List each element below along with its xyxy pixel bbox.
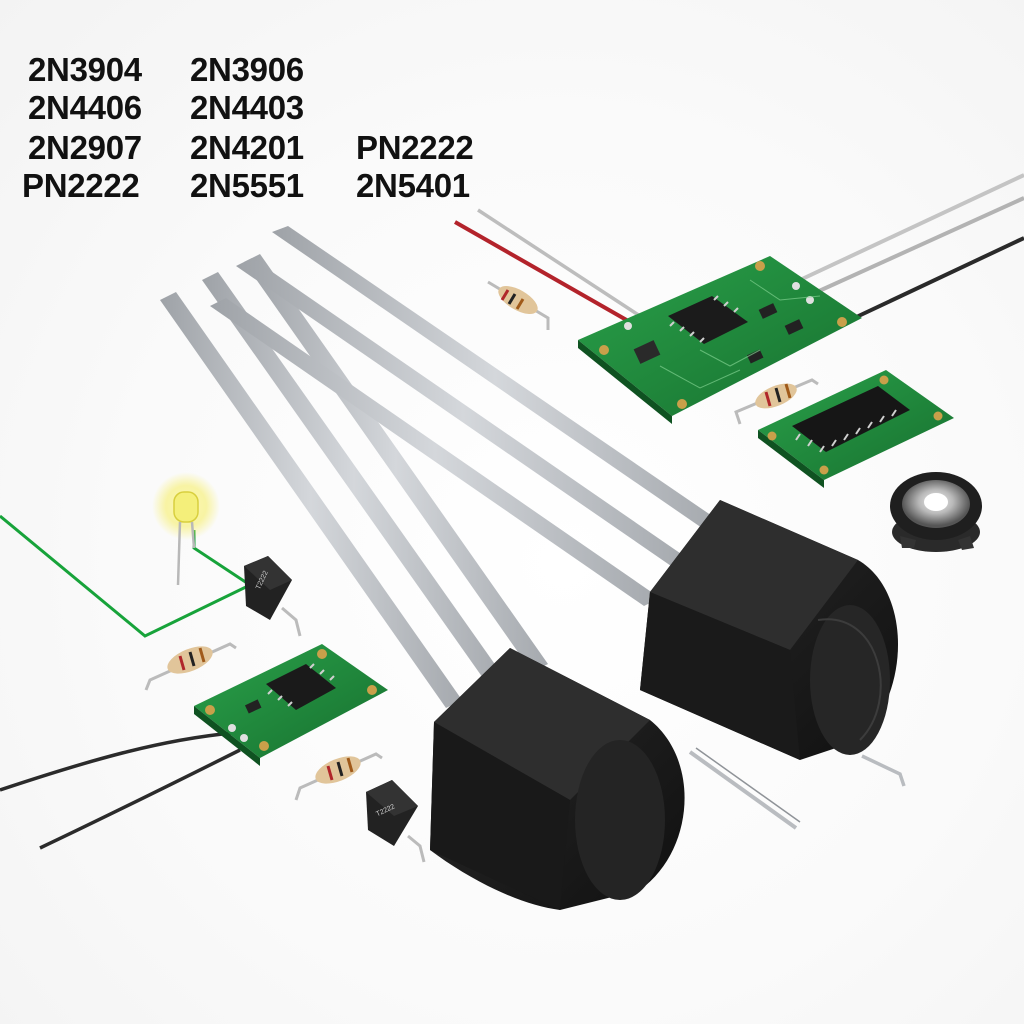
green-trace-wire bbox=[0, 514, 251, 638]
part-number: 2N3906 bbox=[190, 51, 304, 88]
part-number: PN2222 bbox=[22, 167, 140, 204]
part-number: 2N2907 bbox=[28, 129, 142, 166]
part-number: 2N4201 bbox=[190, 129, 304, 166]
grey-wire bbox=[477, 173, 1024, 318]
part-number: 2N3904 bbox=[28, 51, 142, 88]
pcb-module-top bbox=[578, 256, 862, 424]
resistor-bottom bbox=[294, 752, 383, 801]
resistor-right bbox=[734, 378, 819, 425]
red-wire bbox=[454, 220, 631, 324]
transistor-large-upper bbox=[640, 500, 899, 760]
loose-pin-short bbox=[861, 754, 906, 787]
part-number: 2N5551 bbox=[190, 167, 304, 204]
pcb-module-bottom bbox=[194, 644, 388, 766]
loose-pin-long bbox=[688, 747, 801, 830]
resistor-top bbox=[487, 280, 550, 330]
resistor-left bbox=[144, 642, 237, 691]
small-transistor-bottom: T2222 bbox=[366, 780, 426, 863]
transistor-leads bbox=[160, 226, 718, 708]
part-number: 2N5401 bbox=[356, 167, 470, 204]
part-number: 2N4406 bbox=[28, 89, 142, 126]
small-transistor-top: T2222 bbox=[244, 556, 302, 637]
led-yellow bbox=[152, 472, 220, 586]
speaker-buzzer bbox=[890, 472, 982, 552]
transistor-large-lower bbox=[430, 648, 685, 910]
part-number-list: 2N3904 2N3906 2N4406 2N4403 2N2907 2N420… bbox=[22, 50, 522, 220]
pcb-module-right bbox=[758, 370, 954, 488]
part-number: PN2222 bbox=[356, 129, 474, 166]
black-wire bbox=[0, 236, 1024, 850]
part-number: 2N4403 bbox=[190, 89, 304, 126]
